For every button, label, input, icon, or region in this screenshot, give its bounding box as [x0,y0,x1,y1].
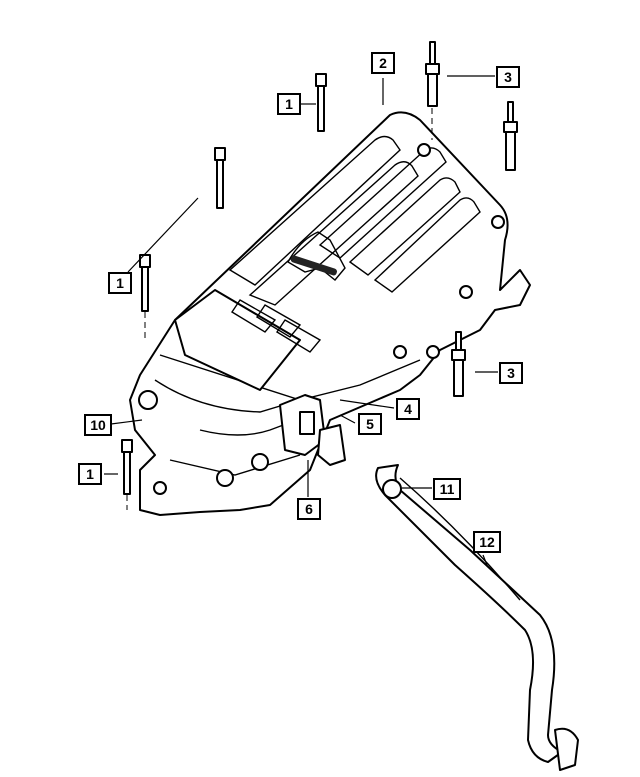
sensor-assembly [279,394,346,466]
callout-3-mid: 3 [499,362,523,384]
callout-1-low: 1 [78,463,102,485]
stud-mid [451,331,466,397]
callout-5: 5 [358,413,382,435]
callout-1-mid: 1 [108,272,132,294]
callout-4: 4 [396,398,420,420]
callout-11: 11 [433,478,461,500]
bolt-low-left [121,439,133,495]
breather-hose [375,464,579,771]
valve-cover [129,111,531,516]
callout-3-top: 3 [496,66,520,88]
bolt-mid-left [139,254,151,312]
callout-12: 12 [473,531,501,553]
callout-10: 10 [84,414,112,436]
callout-2: 2 [371,52,395,74]
stud-right [503,101,518,171]
leader-lines [104,75,498,566]
stud-top [425,41,440,107]
callout-6: 6 [297,498,321,520]
bolt-upper-left [214,147,226,209]
bolt-top [315,73,327,132]
callout-1-top: 1 [277,93,301,115]
